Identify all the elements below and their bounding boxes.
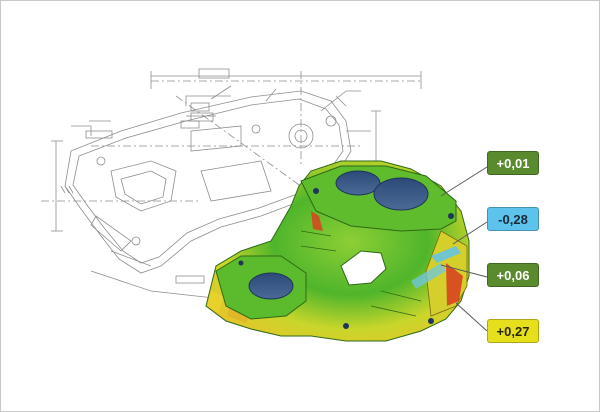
- deviation-value: -0,28: [498, 211, 528, 227]
- deviation-callout: +0,06: [487, 263, 539, 287]
- leader-line-4: [455, 302, 488, 332]
- deviation-value: +0,01: [496, 155, 530, 171]
- deviation-value: +0,27: [496, 323, 530, 339]
- deviation-value: +0,06: [496, 267, 530, 283]
- leader-line-1: [440, 166, 488, 197]
- deviation-callout: -0,28: [487, 207, 539, 231]
- scan-part: [205, 160, 470, 342]
- leader-line-3: [440, 264, 488, 278]
- deviation-callout: +0,01: [487, 151, 539, 175]
- leader-line-2: [452, 221, 488, 245]
- leader-lines: [440, 166, 488, 332]
- deviation-callout: +0,27: [487, 319, 539, 343]
